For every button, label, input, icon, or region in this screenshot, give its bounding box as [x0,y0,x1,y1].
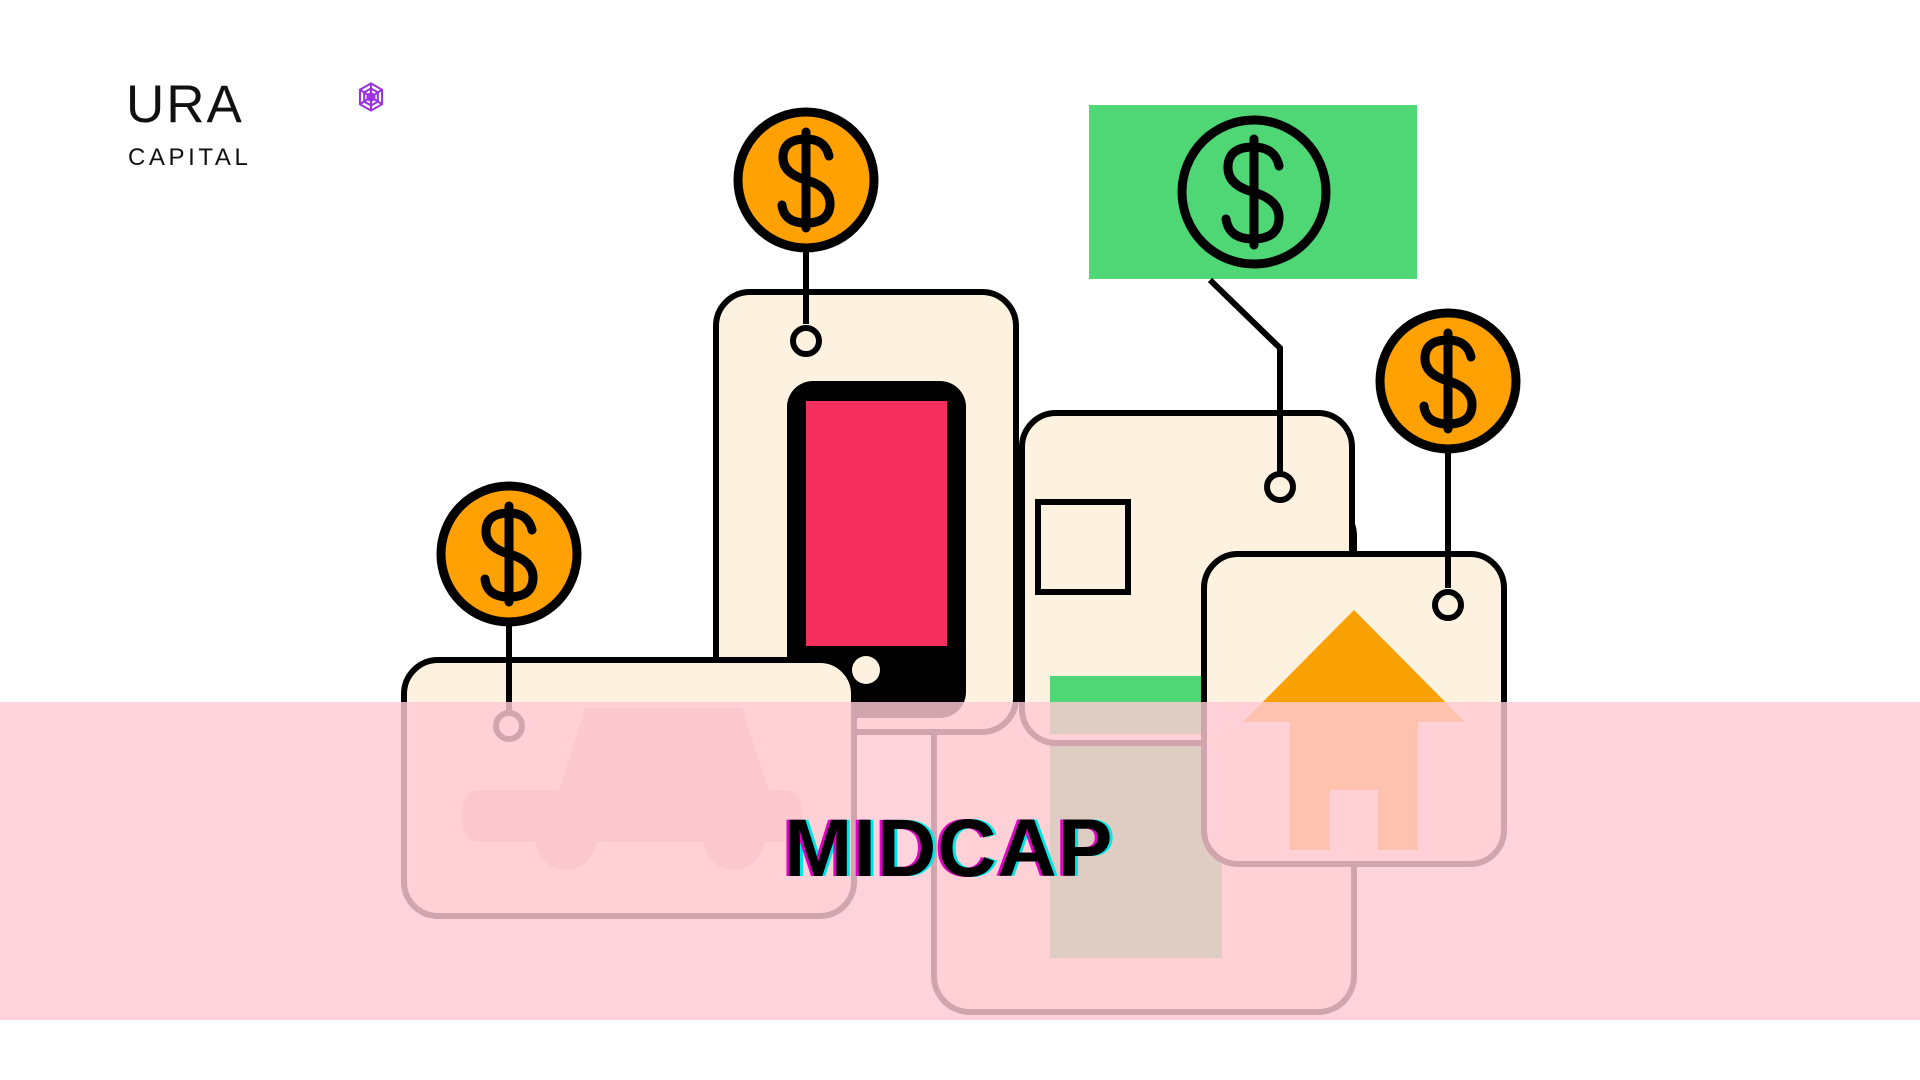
coin-top [733,107,879,253]
pink-overlay-band [0,702,1920,1020]
brand-tagline: CAPITAL [128,144,252,171]
endpoint-house [1432,589,1464,621]
atom-hexagon-icon [358,82,384,112]
coin-right [1375,308,1521,454]
brand-logo[interactable]: URA CAPITAL [126,78,446,188]
endpoint-wallet [1264,471,1296,503]
brand-name: URA [126,75,244,134]
coin-left [436,481,582,627]
banknote-dollar-circle [1177,115,1331,269]
smartphone-icon [787,381,966,718]
banknote [1089,105,1417,279]
headline-midcap: MIDCAP [784,803,1114,894]
endpoint-phone [790,325,822,357]
phone-home-button [852,656,880,684]
phone-screen [806,401,947,646]
phone-card [713,289,1019,735]
banknote-dollar-sign [1221,134,1284,250]
wallet-card-slot [1035,499,1131,595]
